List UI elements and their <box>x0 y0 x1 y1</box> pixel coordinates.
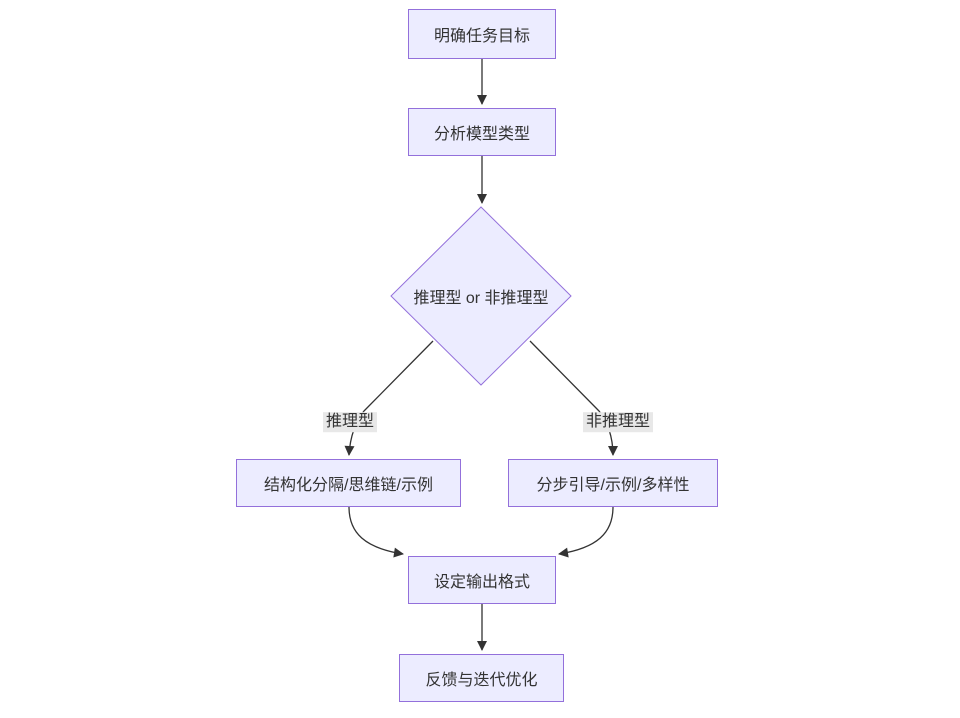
edge-label-reasoning: 推理型 <box>322 412 378 432</box>
node-decision: 推理型 or 非推理型 <box>391 276 571 316</box>
node-feedback-label: 反馈与迭代优化 <box>425 672 538 689</box>
node-goal-label: 明确任务目标 <box>433 28 530 45</box>
node-output-format: 设定输出格式 <box>408 556 556 604</box>
edge-label-nonreasoning: 非推理型 <box>582 412 654 432</box>
node-reasoning-branch: 结构化分隔/思维链/示例 <box>236 459 461 507</box>
edge-decision-to-reasoning <box>344 340 434 456</box>
edge-reasoning-to-output <box>348 506 404 558</box>
node-goal: 明确任务目标 <box>408 9 556 59</box>
node-decision-label: 推理型 or 非推理型 <box>413 290 549 307</box>
node-reasoning-branch-label: 结构化分隔/思维链/示例 <box>264 477 433 494</box>
decision-diamond-shape <box>390 206 572 386</box>
node-feedback: 反馈与迭代优化 <box>399 654 564 702</box>
node-nonreasoning-branch: 分步引导/示例/多样性 <box>508 459 718 507</box>
node-analyze: 分析模型类型 <box>408 108 556 156</box>
node-nonreasoning-branch-label: 分步引导/示例/多样性 <box>536 477 690 494</box>
node-analyze-label: 分析模型类型 <box>433 126 530 143</box>
node-output-format-label: 设定输出格式 <box>433 574 530 591</box>
edge-nonreasoning-to-output <box>558 506 614 558</box>
edge-decision-to-nonreasoning <box>529 340 618 456</box>
